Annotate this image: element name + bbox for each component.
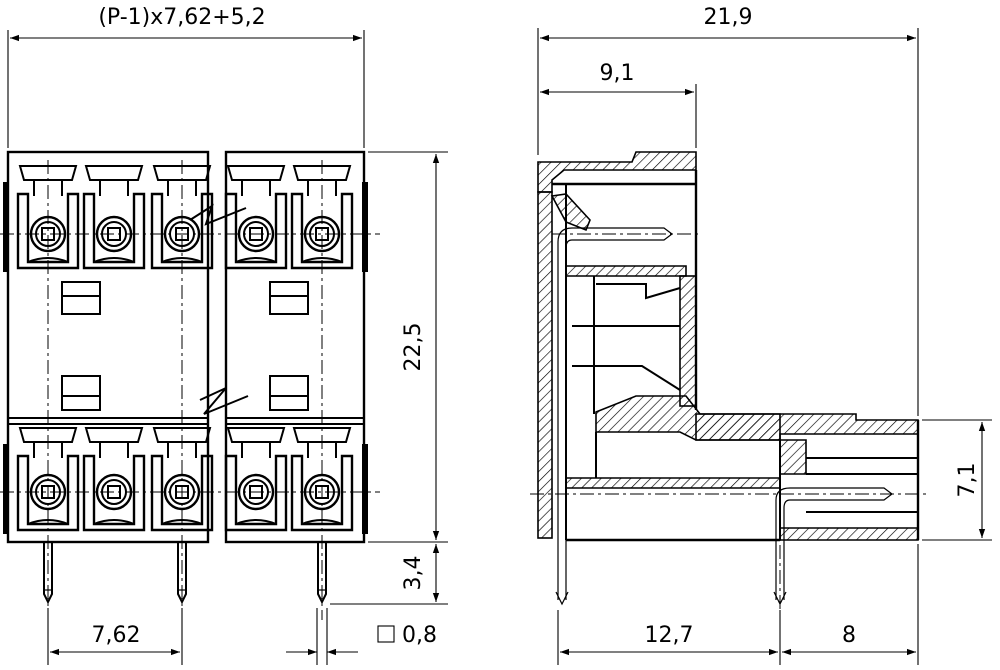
side-dimensions xyxy=(537,28,992,665)
terminal xyxy=(82,427,146,532)
front-body-right xyxy=(224,150,366,544)
dim-pin-section: 0,8 xyxy=(402,623,437,648)
dim-side-depth: 21,9 xyxy=(704,5,753,30)
side-view xyxy=(530,151,930,620)
front-view xyxy=(0,150,380,620)
dim-pin-length: 3,4 xyxy=(401,556,426,591)
dim-front-width: (P-1)x7,62+5,2 xyxy=(98,5,265,30)
front-dimensions xyxy=(7,30,448,665)
terminal xyxy=(82,165,146,270)
solder-pin xyxy=(317,542,327,605)
break-line-lower xyxy=(199,387,249,415)
square-symbol xyxy=(377,625,395,643)
solder-pin xyxy=(43,542,53,605)
break-line-upper xyxy=(189,203,247,226)
dim-lower-depth: 8 xyxy=(842,623,856,648)
terminal xyxy=(224,165,288,270)
dim-upper-offset: 9,1 xyxy=(600,61,635,86)
solder-pin xyxy=(177,542,187,605)
terminal xyxy=(224,427,288,532)
dim-pitch: 7,62 xyxy=(92,623,141,648)
dim-front-height: 22,5 xyxy=(401,323,426,372)
dim-lower-height: 7,1 xyxy=(955,463,980,498)
dim-pin-spacing: 12,7 xyxy=(645,623,694,648)
front-body-left xyxy=(6,150,210,544)
